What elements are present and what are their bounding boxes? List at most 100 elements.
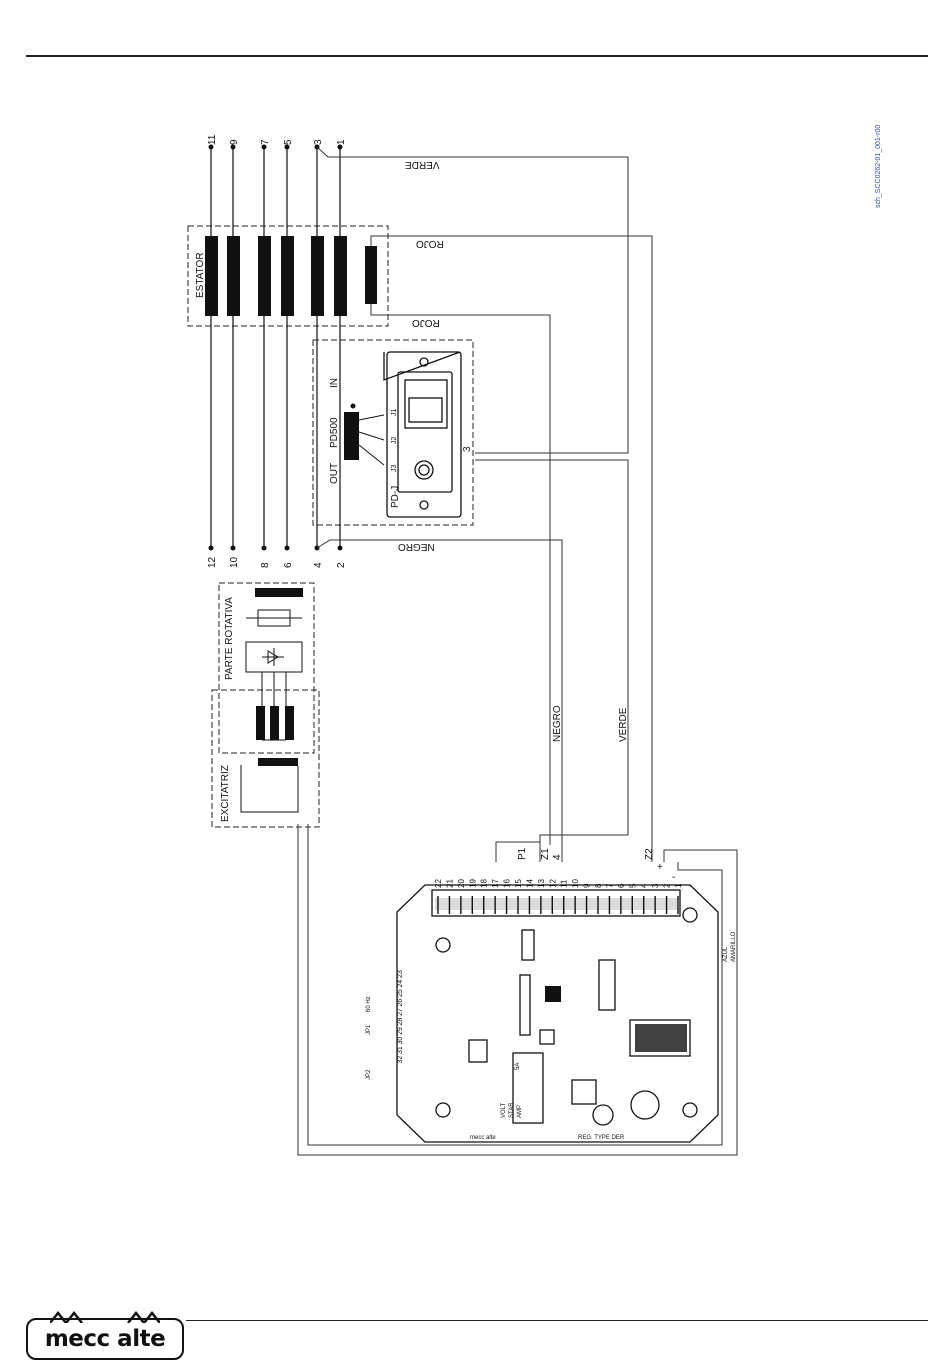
stator-terminal-top: 11 xyxy=(207,134,218,145)
regulator-terminal-number: 6 xyxy=(617,883,626,888)
pd-pin-label: 3 xyxy=(462,446,473,452)
pd500-block xyxy=(312,339,474,526)
regulator-side-pin: 27 xyxy=(397,1008,404,1016)
regulator-terminal-number: 21 xyxy=(445,879,454,888)
regulator-side-pin: 31 xyxy=(397,1046,404,1054)
stator-coil xyxy=(311,236,324,316)
stator-terminal-bottom: 8 xyxy=(260,562,271,568)
regulator-terminal-number: 1 xyxy=(674,883,683,888)
stator-terminal-bottom: 12 xyxy=(207,556,218,568)
terminal-plus: + xyxy=(657,862,663,873)
rotating-part-block xyxy=(218,582,315,754)
regulator-terminal-number: 4 xyxy=(640,883,649,888)
stator-terminal-bottom: 2 xyxy=(336,562,347,568)
regulator-type: REG. TYPE DER xyxy=(578,1135,625,1141)
in-label: IN xyxy=(329,378,340,388)
jp2-label: JP2 xyxy=(366,1069,372,1080)
wire-rojo-bottom: ROJO xyxy=(412,317,440,328)
regulator-outline xyxy=(396,884,719,1143)
regulator-trimmer-label: STAB xyxy=(509,1103,515,1118)
wire-verde-top: VERDE xyxy=(405,159,440,170)
out-label: OUT xyxy=(329,463,340,484)
regulator-terminal-number: 2 xyxy=(663,883,672,888)
regulator-side-pin: 26 xyxy=(397,999,404,1007)
stator-coil xyxy=(227,236,240,316)
regulator-side-pin: 23 xyxy=(397,970,404,978)
pd500-transformer xyxy=(344,412,359,460)
rotating-part-label: PARTE ROTATIVA xyxy=(224,597,235,680)
pd-j-label: PD-J xyxy=(390,486,401,508)
regulator-terminal-number: 3 xyxy=(651,883,660,888)
stator-label: ESTATOR xyxy=(195,252,206,298)
exciter-coil xyxy=(256,706,265,740)
regulator-side-pin: 32 xyxy=(397,1056,404,1064)
regulator-side-pin: 25 xyxy=(397,989,404,997)
regulator-brand: mecc alte xyxy=(470,1135,496,1141)
regulator-terminal-number: 13 xyxy=(537,879,546,888)
stator-terminal-bottom: 10 xyxy=(229,556,240,568)
stator-terminal-top: 5 xyxy=(283,139,294,145)
regulator-terminal-number: 5 xyxy=(628,883,637,888)
wire-verde-vertical: VERDE xyxy=(618,707,629,742)
pd500-label: PD500 xyxy=(329,417,340,448)
terminal-z1: Z1 xyxy=(540,848,551,860)
stator-terminal-bottom: 4 xyxy=(313,562,324,568)
exciter-coil xyxy=(285,706,294,740)
jp1-label: JP1 xyxy=(366,1024,372,1035)
top-rule xyxy=(26,55,928,57)
regulator-terminal-number: 20 xyxy=(457,879,466,888)
freq-label: 60 Hz xyxy=(366,996,372,1012)
regulator-terminal-number: 22 xyxy=(434,879,443,888)
exciter-block xyxy=(211,689,320,828)
terminal-z2: Z2 xyxy=(644,848,655,860)
stator-terminal-bottom: 6 xyxy=(283,562,294,568)
regulator-terminal-number: 15 xyxy=(514,879,523,888)
regulator-side-pin: 28 xyxy=(397,1018,404,1026)
regulator-trimmer-label: VOLT xyxy=(501,1102,507,1118)
regulator-terminal-number: 17 xyxy=(491,879,500,888)
exciter-label: EXCITATRIZ xyxy=(220,765,231,822)
regulator-terminal-number: 14 xyxy=(525,879,534,888)
regulator-trimmer-label: AMP xyxy=(517,1105,523,1118)
fuse-label: 5A xyxy=(515,1063,521,1070)
stator-block xyxy=(187,225,389,327)
stator-coil xyxy=(334,236,347,316)
regulator-side-pin: 24 xyxy=(397,980,404,988)
exciter-stator-coil xyxy=(258,758,298,766)
rotor-coil xyxy=(255,588,303,597)
stator-terminal-top: 9 xyxy=(229,139,240,145)
terminal-p1: P1 xyxy=(517,847,528,860)
stator-terminal-top: 3 xyxy=(313,139,324,145)
regulator-terminal-number: 12 xyxy=(548,879,557,888)
regulator-terminal-number: 11 xyxy=(560,879,569,888)
wire-negro-bottom: NEGRO xyxy=(398,541,435,552)
pd-terminal-label: J2 xyxy=(391,437,398,445)
regulator-terminal-number: 18 xyxy=(480,879,489,888)
crown-icon xyxy=(50,1311,160,1323)
regulator-terminal-number: 7 xyxy=(605,883,614,888)
aux-coil xyxy=(365,246,377,304)
stator-terminal-top: 7 xyxy=(260,139,271,145)
pd-terminal-label: J1 xyxy=(391,409,398,417)
wire-rojo-top: ROJO xyxy=(416,238,444,249)
wire-amarillo: AMARILLO xyxy=(731,931,737,962)
regulator-terminal-number: 16 xyxy=(503,879,512,888)
stator-coil xyxy=(258,236,271,316)
mecc-alte-logo: mecc alte xyxy=(26,1311,184,1360)
logo-text: mecc alte xyxy=(44,1326,166,1352)
stator-coil xyxy=(205,236,218,316)
terminal-4: 4 xyxy=(552,854,563,860)
wire-azul: AZUL xyxy=(723,946,729,962)
regulator-terminal-number: 8 xyxy=(594,883,603,888)
regulator-side-pin: 30 xyxy=(397,1037,404,1045)
regulator-terminal-number: 10 xyxy=(571,879,580,888)
bottom-rule xyxy=(186,1320,928,1321)
exciter-coil xyxy=(270,706,279,740)
regulator-side-pin: 29 xyxy=(397,1027,404,1035)
regulator-terminal-number: 19 xyxy=(468,879,477,888)
pd-terminal-label: J3 xyxy=(391,465,398,473)
wire-negro-vertical: NEGRO xyxy=(552,705,563,742)
stator-terminal-top: 1 xyxy=(336,139,347,145)
stator-coil xyxy=(281,236,294,316)
